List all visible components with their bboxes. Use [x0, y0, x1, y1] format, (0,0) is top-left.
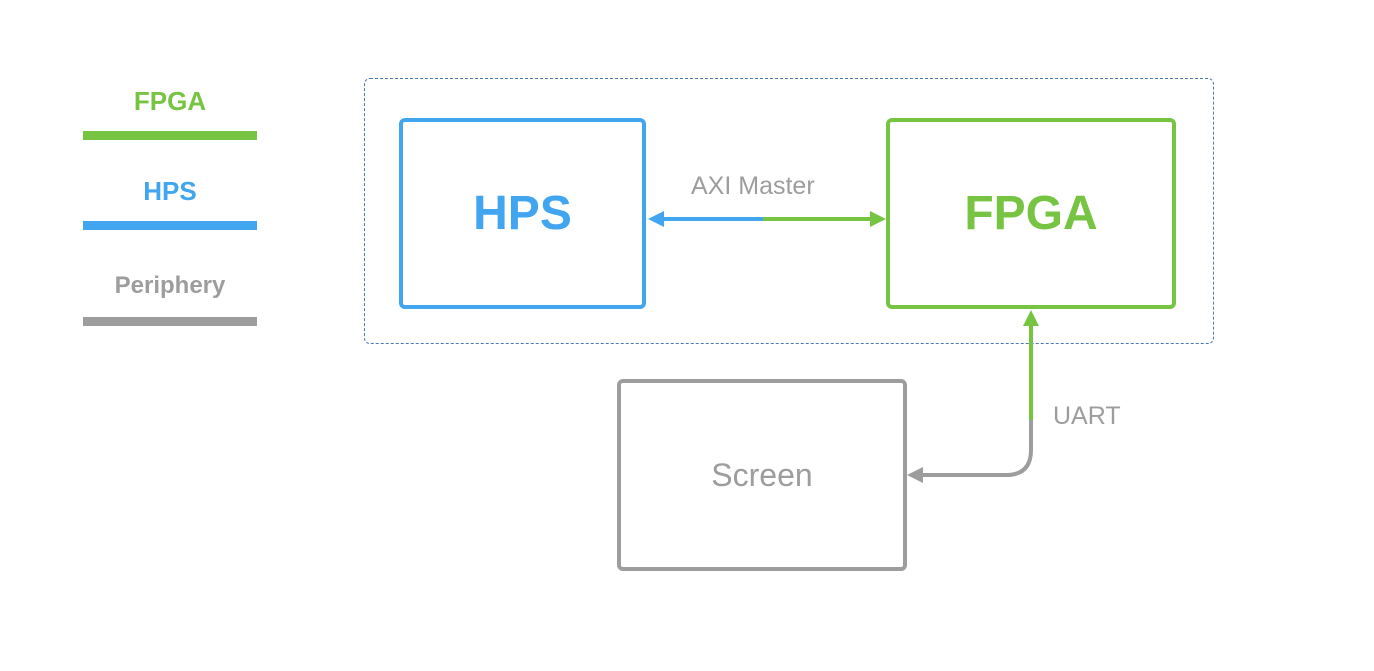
hps-block-label: HPS [473, 187, 572, 240]
uart-arrowhead-screen [907, 467, 923, 483]
hps-block: HPS [399, 118, 646, 309]
legend-fpga-swatch [83, 131, 257, 140]
legend-hps-label: HPS [143, 176, 197, 206]
screen-block-label: Screen [711, 456, 813, 493]
axi-arrowhead-fpga [870, 211, 886, 227]
uart-arrowhead-fpga [1023, 310, 1039, 326]
legend-periphery-swatch [83, 317, 257, 326]
fpga-block-label: FPGA [964, 187, 1098, 240]
legend-periphery-label: Periphery [114, 272, 226, 299]
axi-master-label: AXI Master [691, 172, 815, 200]
uart-line-screen-segment [921, 420, 1033, 477]
screen-block: Screen [617, 379, 907, 571]
fpga-block: FPGA [886, 118, 1176, 309]
legend-fpga-label: FPGA [133, 86, 207, 116]
axi-arrowhead-hps [648, 211, 664, 227]
soc-group-box [364, 78, 1214, 344]
legend-hps-swatch [83, 221, 257, 230]
uart-label: UART [1053, 402, 1121, 430]
